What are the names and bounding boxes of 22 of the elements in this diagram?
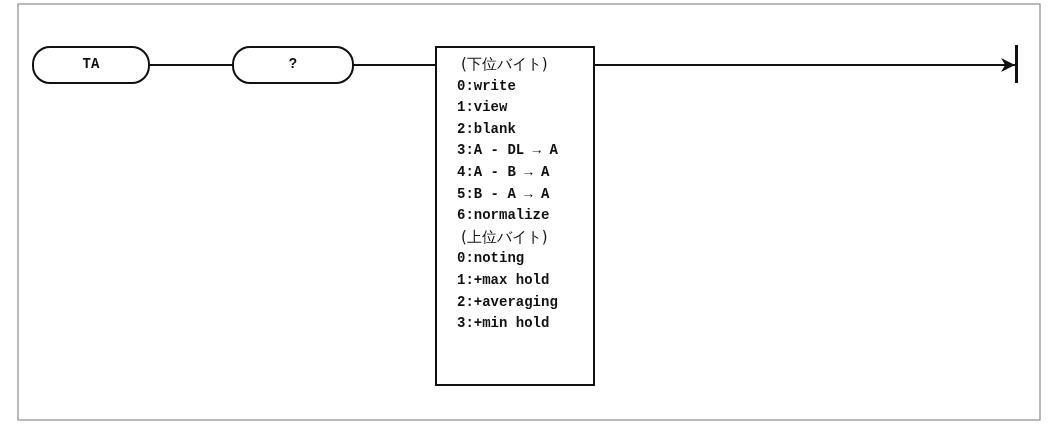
parameter-box	[435, 46, 595, 386]
option-text: 0:write	[457, 76, 516, 96]
terminal-node	[232, 46, 354, 84]
option-text: 0:noting	[457, 249, 525, 269]
option-text: 2:+averaging	[457, 292, 558, 312]
section-heading: (下位バイト)	[461, 54, 548, 75]
terminal-node	[32, 46, 150, 84]
option-text: 1:+max hold	[457, 270, 550, 290]
option-text: 3:A - DL → A	[457, 141, 558, 161]
section-heading: (上位バイト)	[461, 226, 548, 248]
option-text: 3:+min hold	[457, 314, 550, 334]
node-label: TA	[82, 55, 100, 75]
connector-line	[149, 64, 233, 66]
option-text: 2:blank	[457, 119, 516, 139]
option-text: 1:view	[457, 98, 508, 118]
end-bar	[1015, 45, 1018, 83]
option-text: 4:A - B → A	[457, 162, 550, 182]
node-label: ?	[288, 55, 298, 75]
option-text: 5:B - A → A	[457, 184, 550, 204]
option-text: 6:normalize	[457, 206, 550, 226]
connector-line	[353, 64, 436, 66]
arrow	[594, 58, 1016, 72]
